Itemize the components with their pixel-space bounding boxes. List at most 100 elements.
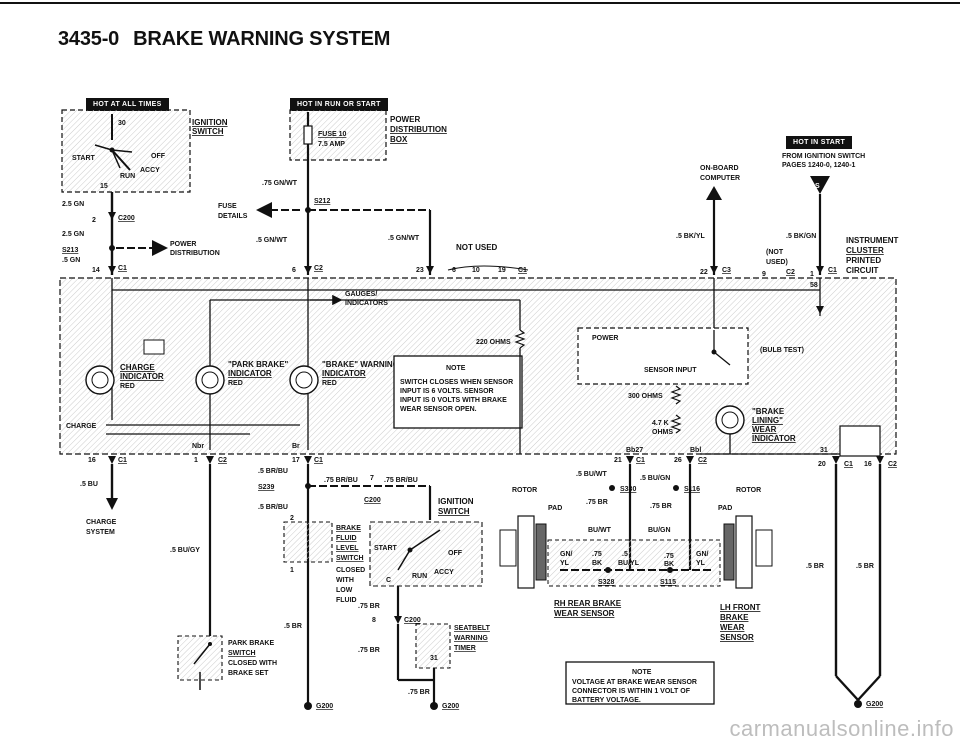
svg-text:C1: C1 — [828, 267, 837, 274]
svg-text:2.5 GN: 2.5 GN — [62, 231, 84, 238]
svg-text:14: 14 — [92, 267, 100, 274]
svg-text:START: START — [374, 545, 398, 552]
svg-text:CHARGE: CHARGE — [86, 519, 117, 526]
svg-text:G200: G200 — [866, 701, 883, 708]
svg-text:.5 BR: .5 BR — [284, 623, 302, 630]
svg-text:23: 23 — [416, 267, 424, 274]
svg-text:CHARGE: CHARGE — [66, 423, 97, 430]
ignition-switch-label-2: SWITCH — [192, 127, 224, 136]
svg-text:PAD: PAD — [718, 505, 732, 512]
svg-text:"PARK BRAKE": "PARK BRAKE" — [228, 360, 289, 369]
c200-top: C200 — [118, 215, 135, 222]
svg-text:NOTE: NOTE — [446, 365, 466, 372]
svg-text:INDICATOR: INDICATOR — [752, 434, 796, 443]
svg-text:C3: C3 — [722, 267, 731, 274]
header-rule — [0, 2, 960, 4]
svg-text:FLUID: FLUID — [336, 597, 357, 604]
svg-text:.75 BR: .75 BR — [586, 499, 608, 506]
fuse10-rating: 7.5 AMP — [318, 141, 345, 148]
svg-text:.75: .75 — [592, 551, 602, 558]
svg-text:SENSOR: SENSOR — [720, 633, 754, 642]
svg-text:ROTOR: ROTOR — [736, 487, 761, 494]
svg-text:(NOT: (NOT — [766, 249, 784, 256]
svg-text:FROM IGNITION SWITCH: FROM IGNITION SWITCH — [782, 153, 865, 160]
svg-text:BU/WT: BU/WT — [588, 527, 612, 534]
svg-text:CONNECTOR IS WITHIN 1 VOLT OF: CONNECTOR IS WITHIN 1 VOLT OF — [572, 688, 691, 695]
svg-text:Bbl: Bbl — [690, 447, 701, 454]
svg-text:8: 8 — [372, 617, 376, 624]
ign-run-label: RUN — [120, 173, 135, 180]
svg-text:CLOSED: CLOSED — [336, 567, 365, 574]
svg-text:4.7 K: 4.7 K — [652, 420, 669, 427]
svg-text:WEAR: WEAR — [720, 623, 745, 632]
svg-text:10: 10 — [472, 267, 480, 274]
svg-text:BATTERY VOLTAGE.: BATTERY VOLTAGE. — [572, 697, 641, 704]
svg-text:9: 9 — [762, 271, 766, 278]
svg-text:NOTE: NOTE — [632, 669, 652, 676]
svg-text:GN/: GN/ — [560, 551, 573, 558]
svg-text:PRINTED: PRINTED — [846, 256, 881, 265]
svg-text:.5 GN/WT: .5 GN/WT — [256, 237, 288, 244]
power-dist-label-2: DISTRIBUTION — [390, 125, 447, 134]
svg-text:BK: BK — [592, 560, 602, 567]
svg-text:CLUSTER: CLUSTER — [846, 246, 884, 255]
svg-text:C1: C1 — [636, 457, 645, 464]
svg-text:C2: C2 — [786, 269, 795, 276]
svg-text:.75 GN/WT: .75 GN/WT — [262, 180, 298, 187]
fuse10-name: FUSE 10 — [318, 131, 347, 138]
svg-text:58: 58 — [810, 282, 818, 289]
svg-text:LINING": LINING" — [752, 416, 783, 425]
svg-text:POWER: POWER — [170, 241, 196, 248]
svg-text:.75: .75 — [664, 553, 674, 560]
svg-text:1: 1 — [194, 457, 198, 464]
svg-text:SWITCH: SWITCH — [438, 507, 470, 516]
svg-text:31: 31 — [430, 655, 438, 662]
svg-text:.5 BU/GY: .5 BU/GY — [170, 547, 200, 554]
svg-text:.75 BR/BU: .75 BR/BU — [384, 477, 418, 484]
not-used-label: NOT USED — [456, 243, 498, 252]
svg-text:.5 BR/BU: .5 BR/BU — [258, 468, 288, 475]
ign-accy-label: ACCY — [140, 167, 160, 174]
svg-text:LEVEL: LEVEL — [336, 545, 359, 552]
ignition-switch-label-1: IGNITION — [192, 118, 228, 127]
svg-text:S328: S328 — [598, 579, 614, 586]
svg-text:.5 BR: .5 BR — [806, 563, 824, 570]
svg-text:BRAKE: BRAKE — [720, 613, 749, 622]
svg-text:.75 BR: .75 BR — [650, 503, 672, 510]
svg-text:2: 2 — [92, 217, 96, 224]
svg-text:GN/: GN/ — [696, 551, 709, 558]
svg-text:SYSTEM: SYSTEM — [86, 529, 115, 536]
svg-text:RUN: RUN — [412, 573, 427, 580]
svg-text:.5 BR: .5 BR — [856, 563, 874, 570]
svg-text:ON-BOARD: ON-BOARD — [700, 165, 739, 172]
cluster-note-box — [393, 355, 523, 429]
svg-text:YL: YL — [560, 560, 570, 567]
wire-25gn-a: 2.5 GN — [62, 201, 84, 208]
svg-text:20: 20 — [818, 461, 826, 468]
svg-text:BK: BK — [664, 561, 674, 568]
svg-text:TIMER: TIMER — [454, 645, 476, 652]
svg-text:S115: S115 — [660, 579, 676, 586]
svg-text:YL: YL — [696, 560, 706, 567]
svg-text:.5: .5 — [622, 551, 628, 558]
svg-text:PAGES 1240-0, 1240-1: PAGES 1240-0, 1240-1 — [782, 162, 856, 169]
svg-text:.5 GN: .5 GN — [62, 257, 80, 264]
svg-text:26: 26 — [674, 457, 682, 464]
svg-text:"BRAKE" WARNING: "BRAKE" WARNING — [322, 360, 399, 369]
svg-text:C2: C2 — [888, 461, 897, 468]
svg-text:DETAILS: DETAILS — [218, 213, 248, 220]
svg-text:31: 31 — [820, 447, 828, 454]
svg-text:ROTOR: ROTOR — [512, 487, 537, 494]
svg-text:RED: RED — [120, 383, 135, 390]
svg-text:C1: C1 — [314, 457, 323, 464]
svg-text:(BULB TEST): (BULB TEST) — [760, 347, 804, 354]
ign-terminal-30: 30 — [118, 120, 126, 127]
ign-start-label: START — [72, 155, 96, 162]
watermark-text: carmanualsonline.info — [729, 716, 954, 741]
hot-at-all-times-badge: HOT AT ALL TIMES — [86, 98, 169, 111]
svg-text:S239: S239 — [258, 484, 274, 491]
svg-text:C1: C1 — [118, 457, 127, 464]
svg-text:RH REAR BRAKE: RH REAR BRAKE — [554, 599, 622, 608]
svg-text:GAUGES/: GAUGES/ — [345, 291, 377, 298]
